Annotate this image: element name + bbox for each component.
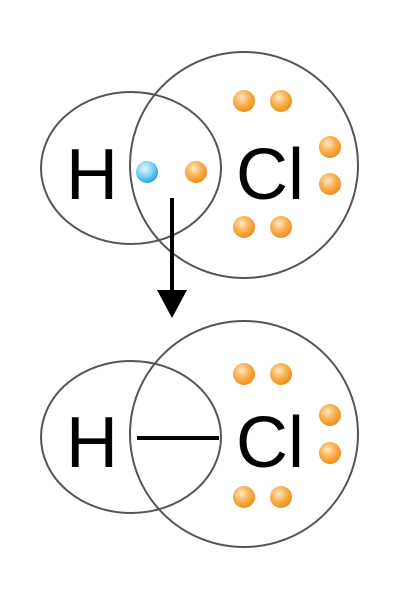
hydrogen-shell xyxy=(40,360,222,514)
chlorine-electron xyxy=(233,363,255,385)
chlorine-electron xyxy=(233,90,255,112)
reaction-arrow xyxy=(157,198,187,318)
chlorine-shell xyxy=(129,51,359,279)
chlorine-electron xyxy=(233,216,255,238)
chlorine-electron xyxy=(270,363,292,385)
chlorine-electron xyxy=(319,442,341,464)
arrow-head xyxy=(157,290,187,318)
reactant-atoms: H Cl xyxy=(40,51,359,279)
hydrogen-electron xyxy=(136,161,158,183)
chlorine-electron xyxy=(270,90,292,112)
chlorine-symbol: Cl xyxy=(236,135,304,215)
chlorine-electron xyxy=(319,136,341,158)
chlorine-electron xyxy=(270,486,292,508)
chlorine-symbol: Cl xyxy=(236,403,304,483)
chlorine-electron xyxy=(233,486,255,508)
hydrogen-shell xyxy=(40,91,222,245)
chlorine-shell xyxy=(129,320,359,548)
hydrogen-symbol: H xyxy=(66,403,118,483)
chlorine-electron xyxy=(319,173,341,195)
product-molecule: H Cl xyxy=(40,320,359,548)
chlorine-electrons xyxy=(233,363,341,508)
chlorine-electron xyxy=(185,161,207,183)
hydrogen-symbol: H xyxy=(66,135,118,215)
chlorine-electron xyxy=(270,216,292,238)
chlorine-electron xyxy=(319,404,341,426)
chlorine-electrons xyxy=(185,90,341,238)
